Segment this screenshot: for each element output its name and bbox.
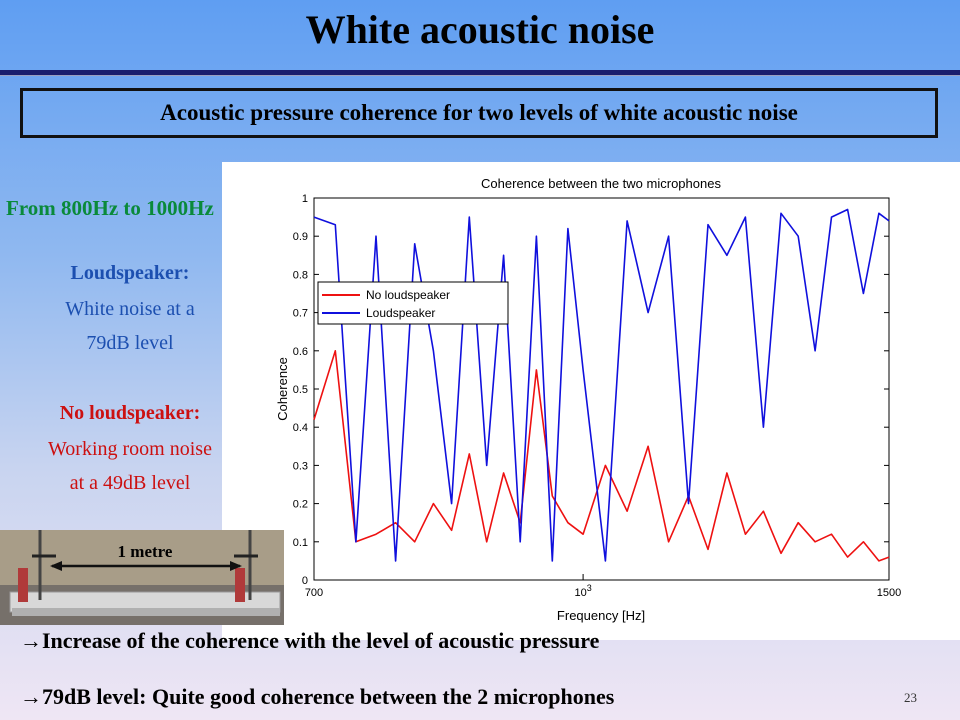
y-tick-label: 0.4: [293, 422, 308, 434]
microphone-setup-photo: 1 metre: [0, 530, 284, 625]
loudspeaker-heading: Loudspeaker:: [70, 262, 190, 284]
plot-frame: [313, 197, 890, 581]
bullet-arrow-icon: →: [20, 628, 42, 653]
no-loudspeaker-heading: No loudspeaker:: [59, 402, 201, 424]
chart-title: Coherence between the two microphones: [481, 176, 721, 191]
frequency-range-label: From 800Hz to 1000Hz: [6, 196, 214, 220]
y-tick-label: 0.9: [293, 231, 308, 243]
series-line-no-loudspeaker: [313, 350, 890, 562]
photo-illustration: 1 metre: [0, 530, 284, 625]
legend: No loudspeaker Loudspeaker: [317, 281, 509, 325]
x-tick-label: 1500: [877, 587, 901, 599]
subtitle-text: Acoustic pressure coherence for two leve…: [160, 100, 798, 125]
y-tick-label: 0.5: [293, 384, 308, 396]
bullet-2-text: 79dB level: Quite good coherence between…: [42, 684, 615, 709]
photo-distance-label: 1 metre: [118, 542, 173, 561]
series-layer: [313, 208, 890, 562]
subtitle-box: Acoustic pressure coherence for two leve…: [20, 88, 938, 138]
no-loudspeaker-line2: at a 49dB level: [69, 472, 191, 494]
legend-label-no-loudspeaker: No loudspeaker: [366, 288, 450, 302]
series-line-loudspeaker: [313, 208, 890, 562]
x-tick-label: 103: [574, 583, 591, 599]
y-tick-label: 0.1: [293, 537, 308, 549]
x-tick-label: 700: [305, 587, 323, 599]
loudspeaker-line2: 79dB level: [86, 332, 174, 354]
bullet-2: →79dB level: Quite good coherence betwee…: [20, 684, 614, 710]
bullet-1-text: Increase of the coherence with the level…: [42, 628, 600, 653]
x-tick-superscript: 3: [587, 583, 592, 593]
legend-label-loudspeaker: Loudspeaker: [366, 306, 435, 320]
page-number: 23: [904, 690, 917, 705]
y-tick-label: 0.2: [293, 499, 308, 511]
y-tick-label: 0.8: [293, 269, 308, 281]
legend-box: [317, 281, 509, 325]
y-axis-ticks: 0 0.1 0.2 0.3 0.4 0.5 0.6 0.7 0.8 0.9 1: [293, 193, 889, 587]
no-loudspeaker-line1: Working room noise: [48, 438, 212, 460]
x-axis-label: Frequency [Hz]: [557, 608, 645, 623]
loudspeaker-line1: White noise at a: [65, 298, 195, 320]
bullet-arrow-icon: →: [20, 684, 42, 709]
y-tick-label: 0.7: [293, 308, 308, 320]
y-tick-label: 0: [302, 575, 308, 587]
y-tick-label: 1: [302, 193, 308, 205]
title-divider: [0, 70, 960, 76]
y-tick-label: 0.3: [293, 460, 308, 472]
slide-title: White acoustic noise: [305, 7, 655, 52]
y-tick-label: 0.6: [293, 346, 308, 358]
coherence-chart: Coherence between the two microphones 00…: [275, 176, 901, 623]
y-axis-label: Coherence: [275, 357, 290, 421]
bullet-1: →Increase of the coherence with the leve…: [20, 628, 599, 654]
